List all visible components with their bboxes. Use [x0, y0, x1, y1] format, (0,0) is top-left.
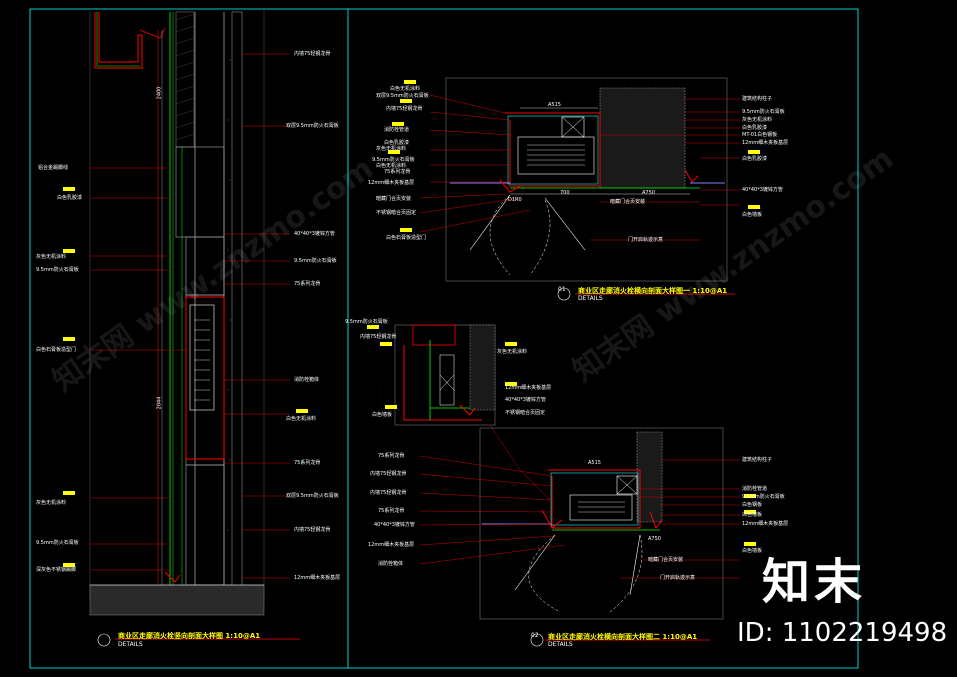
callout-label: 12mm细木夹板基层 [742, 521, 789, 527]
callout-label: 内墙75轻钢龙骨 [360, 334, 397, 340]
detail-enlargement [367, 324, 551, 501]
callout-label: 建筑结构柱子 [742, 457, 773, 463]
horizontal-section-01 [388, 77, 760, 282]
callout-label: 白色无机涂料 [390, 86, 421, 92]
callout-label: 铝合金踢脚线 [38, 165, 69, 171]
dim-vertical-2: 2044 [156, 396, 163, 410]
drawing-subtitle: DETAILS [578, 295, 603, 302]
callout-label: 白色墙板 [372, 412, 393, 418]
callout-label: 9.5mm防火石膏板 [345, 319, 388, 325]
callout-label: 白色钢板 [742, 502, 763, 508]
dim-h3: 700 [560, 190, 570, 196]
dim-h4: D1R0 [508, 197, 522, 203]
callout-label: 白色乳胶漆 [384, 140, 410, 146]
callout-label: 9.5mm防火石膏板 [372, 157, 415, 163]
drawing-title: 商业区走廊消火栓竖向剖面大样图 1:10@A1 [118, 632, 261, 640]
dim-h1: A515 [548, 102, 561, 108]
drawing-border [29, 8, 859, 669]
drawing-number: 02 [531, 632, 539, 639]
dim-h6: A750 [648, 536, 661, 542]
callout-label: 12mm细木夹板基层 [368, 180, 415, 186]
callout-label: 深灰色不锈钢踢脚 [36, 567, 77, 573]
callout-label: 消防栓管道 [384, 127, 410, 133]
callout-label: 灰色无机涂料 [497, 349, 528, 355]
callout-label: 门开启轨迹示意 [628, 237, 664, 243]
drawing-subtitle: DETAILS [118, 641, 143, 648]
callout-label: 9.5mm防火石膏板 [742, 109, 785, 115]
callout-label: 9.5mm防火石膏板 [36, 267, 79, 273]
callout-label: 消防栓箱体 [294, 377, 320, 383]
callout-label: 白色乳胶漆 [742, 156, 768, 162]
callout-label: 内墙75轻钢龙骨 [294, 51, 331, 57]
callout-label: 75系列龙骨 [294, 281, 321, 287]
drawing-number: 01 [558, 286, 566, 293]
drawing-title: 商业区走廊消火栓横向剖面大样图一 1:10@A1 [578, 287, 728, 295]
dim-vertical-1: 2400 [156, 86, 163, 100]
callout-label: 白色墙板 [742, 212, 763, 218]
callout-label: 暗藏门合页安装 [648, 557, 684, 563]
callout-label: 建筑结构柱子 [742, 96, 773, 102]
callout-label: 40*40*3镀锌方管 [374, 522, 415, 528]
dim-h5: A515 [588, 460, 601, 466]
callout-label: 灰色无机涂料 [36, 500, 67, 506]
callout-label: 12mm细木夹板基层 [294, 575, 341, 581]
callout-label: 内墙75轻钢龙骨 [370, 471, 407, 477]
resource-id: ID: 1102219498 [737, 618, 948, 648]
dim-h2: A750 [642, 190, 655, 196]
callout-label: 白色墙板 [742, 512, 763, 518]
callout-label: 白色乳胶漆 [57, 195, 83, 201]
callout-label: 75系列龙骨 [378, 453, 405, 459]
callout-label: 9.5mm防火石膏板 [294, 258, 337, 264]
callout-label: 双层9.5mm防火石膏板 [286, 123, 339, 129]
callout-label: 75系列龙骨 [378, 508, 405, 514]
callout-label: 不锈钢暗合页固定 [376, 210, 417, 216]
vertical-section [63, 11, 308, 616]
hydrant-box [185, 296, 225, 460]
drawing-title: 商业区走廊消火栓横向剖面大样图二 1:10@A1 [548, 633, 698, 641]
callout-label: 内墙75轻钢龙骨 [370, 490, 407, 496]
callout-label: 9.5mm防火石膏板 [36, 540, 79, 546]
callout-label: 不锈钢暗合页固定 [505, 410, 546, 416]
callout-label: 消防栓管道 [742, 486, 768, 492]
callout-label: 双层9.5mm防火石膏板 [376, 93, 429, 99]
callout-label: 消防栓箱体 [378, 561, 404, 567]
callout-label: 40*40*3镀锌方管 [505, 397, 546, 403]
callout-label: 白色石膏板造型门 [36, 347, 77, 353]
callout-label: 双层9.5mm防火石膏板 [286, 493, 339, 499]
drawing-subtitle: DETAILS [548, 641, 573, 648]
callout-label: 12mm细木夹板基层 [505, 385, 552, 391]
callout-label: 灰色无机涂料 [36, 254, 67, 260]
callout-label: 75系列龙骨 [384, 169, 411, 175]
callout-label: 12mm细木夹板基层 [368, 542, 415, 548]
callout-label: 灰色无机涂料 [376, 146, 407, 152]
callout-label: 白色无机涂料 [286, 416, 317, 422]
callout-label: 白色无机涂料 [376, 163, 407, 169]
horizontal-section-02 [419, 427, 756, 620]
callout-label: 40*40*3镀锌方管 [742, 187, 783, 193]
callout-label: 暗藏门合页安装 [376, 196, 412, 202]
callout-label: MT-01白色钢板 [742, 132, 778, 138]
callout-label: 白色乳胶漆 [742, 125, 768, 131]
callout-label: 9.5mm防火石膏板 [742, 494, 785, 500]
brand-logo: 知末 [762, 554, 867, 610]
callout-label: 白色墙板 [742, 548, 763, 554]
callout-label: 门开启轨迹示意 [660, 575, 696, 581]
callout-label: 白色石膏板造型门 [386, 235, 427, 241]
callout-label: 40*40*3镀锌方管 [294, 231, 335, 237]
callout-label: 灰色无机涂料 [742, 117, 773, 123]
callout-label: 内墙75轻钢龙骨 [294, 527, 331, 533]
callout-label: 暗藏门合页安装 [610, 199, 646, 205]
callout-label: 内墙75轻钢龙骨 [386, 106, 423, 112]
callout-label: 75系列龙骨 [294, 460, 321, 466]
callout-label: 12mm细木夹板基层 [742, 140, 789, 146]
